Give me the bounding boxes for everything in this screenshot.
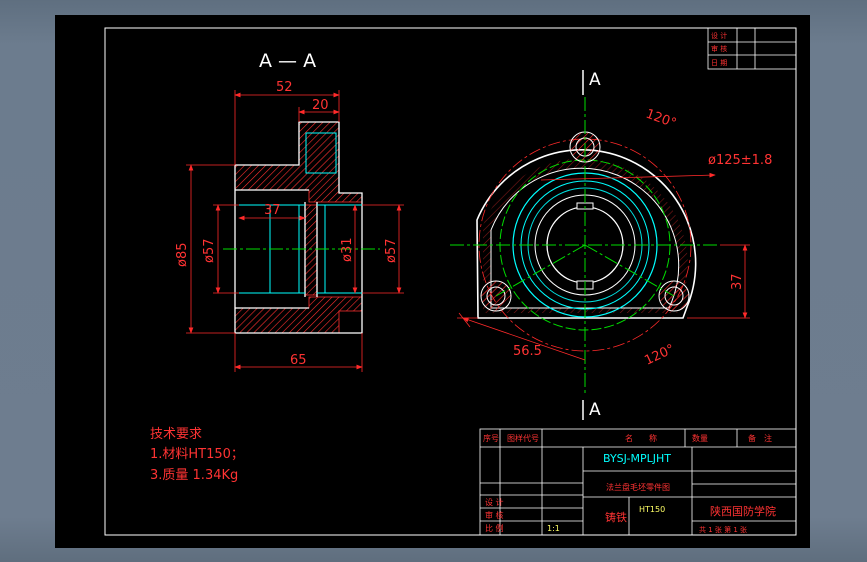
row-b: 审 核	[485, 510, 504, 520]
section-view[interactable]: A — A	[175, 50, 404, 372]
section-marker-bottom: A	[589, 400, 601, 420]
drawing-canvas[interactable]: A — A	[55, 15, 810, 548]
section-dimension-labels: 52 20 37 65 ø85 ø57 ø31 ø57	[175, 80, 399, 368]
row-a: 设 计	[485, 497, 504, 507]
header-code: 图样代号	[507, 433, 539, 443]
tech-line-2: 3.质量 1.34Kg	[150, 468, 238, 483]
flange-outline	[476, 149, 697, 319]
section-label: A — A	[259, 50, 316, 72]
school-name: 陕西国防学院	[710, 504, 776, 518]
header-note: 备 注	[748, 433, 772, 443]
drawing-sheet[interactable]: A — A	[55, 15, 810, 548]
sheet-info: 共 1 张 第 1 张	[699, 525, 747, 534]
angle-120-bottom: 120°	[642, 342, 677, 369]
dim-56-5: 56.5	[513, 344, 542, 359]
tech-title: 技术要求	[150, 427, 202, 442]
part-name: 法兰盘毛坯零件图	[606, 482, 670, 492]
drawing-number: BYSJ-MPLJHT	[603, 452, 671, 465]
dim-52: 52	[276, 80, 293, 95]
dim-d31: ø31	[340, 238, 355, 263]
header-name: 名 称	[625, 433, 657, 443]
pocket	[305, 132, 337, 174]
angle-120-top: 120°	[644, 107, 679, 132]
section-marker-top: A	[589, 70, 601, 90]
revision-row-1: 设 计	[711, 31, 727, 40]
scale: 1:1	[547, 524, 560, 533]
header-qty: 数量	[692, 433, 708, 443]
dim-d85: ø85	[175, 243, 190, 268]
front-dimensions	[457, 172, 750, 361]
drawing-border	[104, 27, 797, 536]
revision-block: 设 计 审 核 日 期	[707, 27, 797, 70]
revision-row-3: 日 期	[711, 59, 727, 67]
process-label: 铸铁	[605, 510, 627, 524]
tech-line-1: 1.材料HT150；	[150, 447, 244, 462]
row-c: 比 例	[485, 523, 504, 533]
material: HT150	[639, 505, 665, 514]
header-seq: 序号	[483, 433, 499, 443]
title-block[interactable]: 序号 图样代号 名 称 数量 备 注 BYSJ-MPLJHT 法兰盘毛坯零件图 …	[479, 428, 797, 536]
tech-requirements: 技术要求 1.材料HT150； 3.质量 1.34Kg	[150, 427, 244, 483]
revision-row-2: 审 核	[711, 44, 727, 53]
dim-20: 20	[312, 98, 329, 113]
dim-37-right: 37	[730, 273, 745, 290]
dim-d57-left: ø57	[202, 239, 217, 264]
dim-37-left: 37	[264, 203, 281, 218]
dim-d125: ø125±1.8	[708, 153, 772, 168]
dim-65: 65	[290, 353, 307, 368]
front-centerlines	[450, 97, 720, 395]
front-view[interactable]: A A	[450, 70, 772, 420]
dim-d57-right: ø57	[384, 239, 399, 264]
section-dimensions	[186, 90, 404, 372]
